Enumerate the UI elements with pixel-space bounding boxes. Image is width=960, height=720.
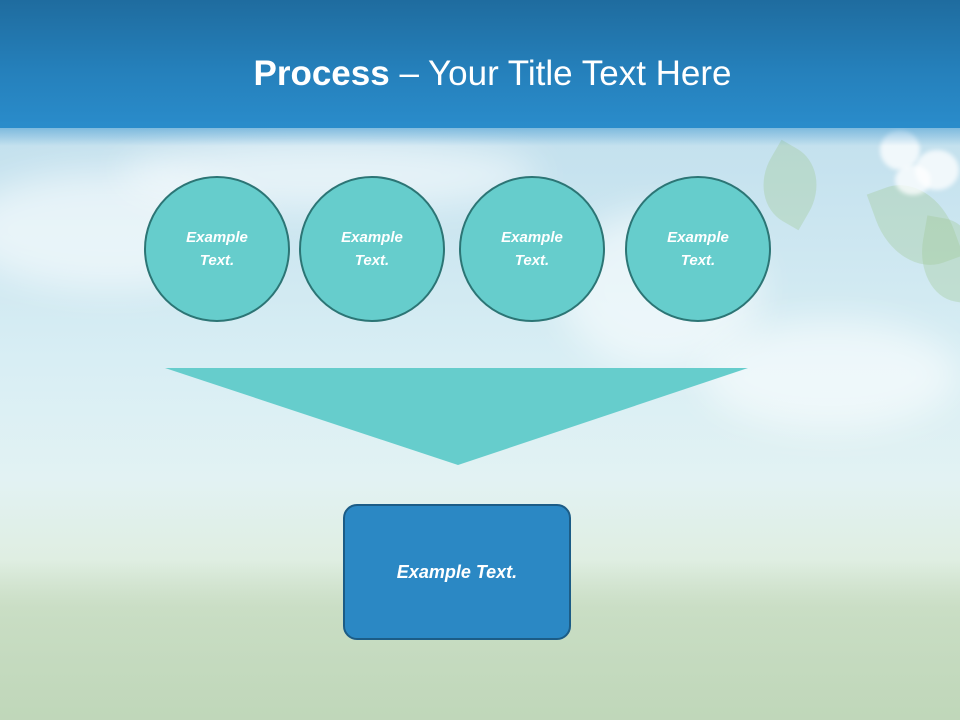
process-result-label: Example Text. (396, 561, 518, 582)
slide-title-bold: Process (253, 54, 390, 93)
process-step-3: Example Text. (459, 176, 605, 322)
cloud-decoration (700, 320, 960, 430)
process-step-2: Example Text. (299, 176, 445, 322)
process-step-label: Example Text. (501, 229, 563, 269)
title-bar-fade (0, 122, 960, 146)
process-step-1: Example Text. (144, 176, 290, 322)
process-step-label: Example Text. (186, 229, 248, 269)
title-bar (0, 0, 960, 128)
flower-decoration (895, 165, 931, 195)
process-step-4: Example Text. (625, 176, 771, 322)
process-step-label: Example Text. (667, 229, 729, 269)
process-step-label: Example Text. (341, 229, 403, 269)
slide-title: Process – Your Title Text Here (0, 52, 960, 96)
process-result-box: Example Text. (343, 504, 571, 640)
slide-title-rest: – Your Title Text Here (389, 54, 732, 93)
funnel-arrow (165, 368, 748, 465)
